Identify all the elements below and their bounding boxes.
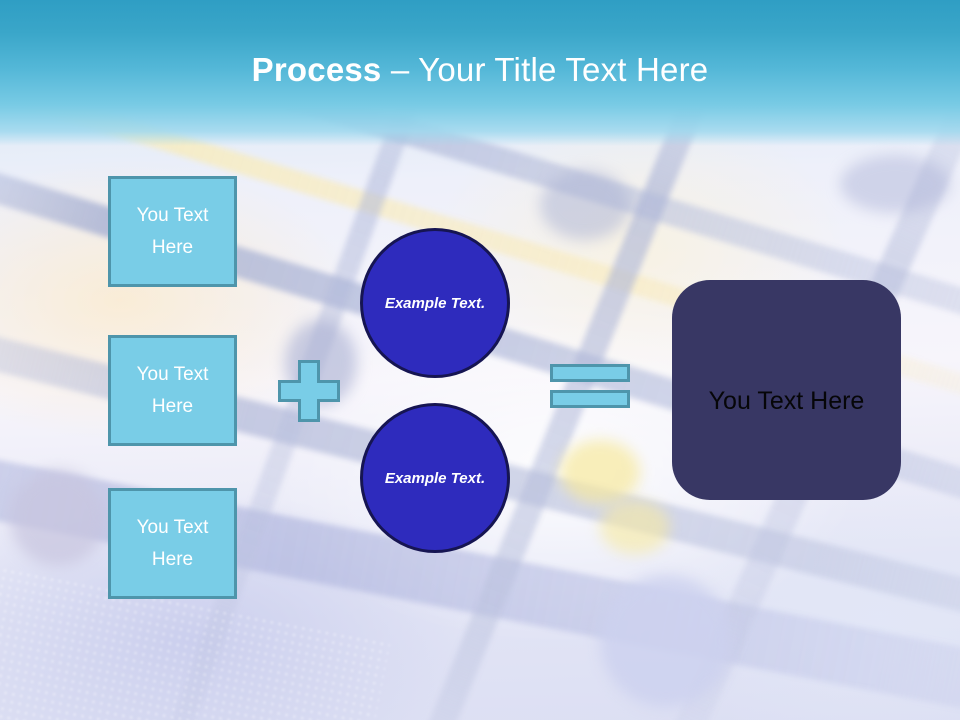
page-title-strong: Process (251, 51, 382, 88)
input-box-2-label: You Text Here (136, 363, 209, 417)
result-box[interactable]: You Text Here (672, 280, 901, 500)
background-knob (600, 500, 670, 554)
equals-bar-top (550, 364, 630, 382)
equals-bar-bottom (550, 390, 630, 408)
input-box-1-label: You Text Here (136, 204, 209, 258)
background-knob (840, 155, 950, 213)
background-knob (600, 575, 732, 707)
equals-icon (550, 364, 630, 408)
circle-node-2-label: Example Text. (384, 469, 486, 487)
input-box-3-label: You Text Here (136, 516, 209, 570)
circle-node-1-label: Example Text. (384, 294, 486, 312)
input-box-1[interactable]: You Text Here (108, 176, 237, 287)
title-band (0, 0, 960, 146)
circle-node-1[interactable]: Example Text. (360, 228, 510, 378)
background-knob (540, 170, 630, 240)
page-title-rest: – Your Title Text Here (381, 51, 709, 88)
input-box-2[interactable]: You Text Here (108, 335, 237, 446)
background-knob (560, 440, 640, 504)
circle-node-2[interactable]: Example Text. (360, 403, 510, 553)
background-knob (10, 470, 106, 566)
plus-icon (278, 360, 340, 422)
page-title: Process – Your Title Text Here (0, 50, 960, 90)
input-box-3[interactable]: You Text Here (108, 488, 237, 599)
result-box-label: You Text Here (708, 387, 865, 415)
